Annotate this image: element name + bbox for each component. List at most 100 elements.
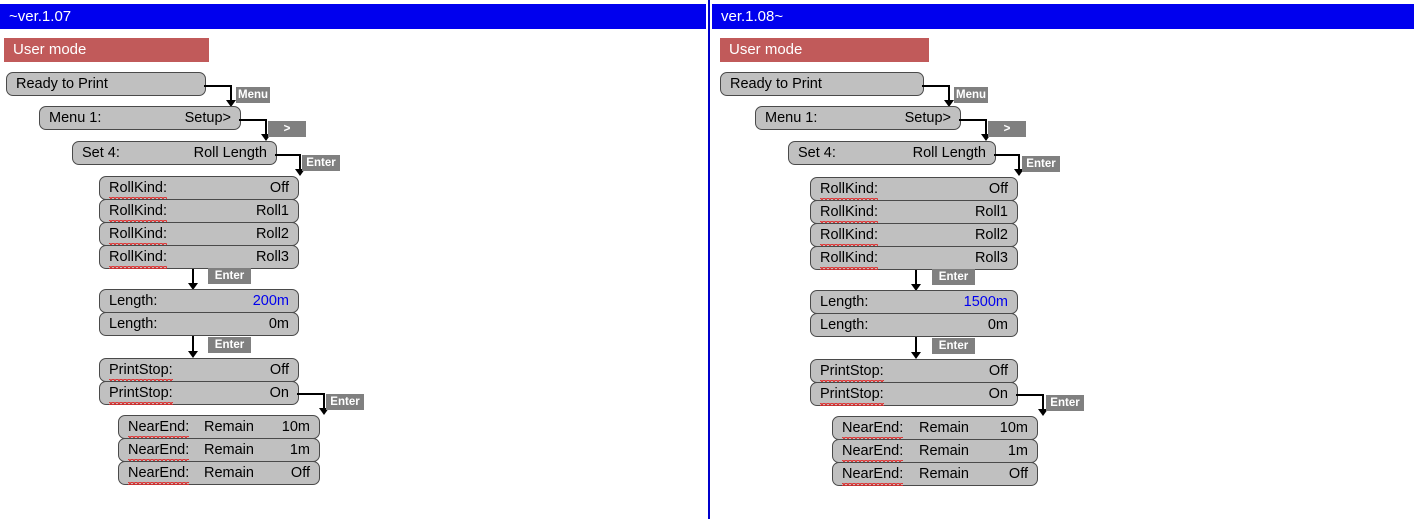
lcd-nearend-2[interactable]: NearEnd: Remain Off [832, 462, 1038, 486]
lcd-menu-1[interactable]: Menu 1: Setup> [755, 106, 961, 130]
arrow-head [944, 100, 954, 107]
connector [1018, 154, 1020, 172]
lcd-nearend-mid: Remain [204, 419, 254, 435]
lcd-nearend-2[interactable]: NearEnd: Remain Off [118, 461, 320, 485]
lcd-nearend-value: 10m [999, 420, 1028, 436]
lcd-rollkind-3[interactable]: RollKind: Roll3 [810, 246, 1018, 270]
key-menu[interactable]: Menu [954, 87, 988, 103]
lcd-rollkind-value: Roll3 [974, 250, 1008, 266]
lcd-printstop-label: PrintStop: [109, 359, 173, 382]
lcd-nearend-mid: Remain [204, 465, 254, 481]
lcd-set-label: Set 4: [798, 145, 836, 161]
connector [204, 85, 232, 87]
lcd-rollkind-3[interactable]: RollKind: Roll3 [99, 245, 299, 269]
connector [299, 154, 301, 172]
key-right[interactable]: > [268, 121, 306, 137]
lcd-nearend-label: NearEnd: [842, 417, 904, 440]
lcd-menu-value: Setup> [184, 110, 231, 126]
lcd-printstop-0[interactable]: PrintStop: Off [810, 359, 1018, 383]
arrow-head [188, 351, 198, 358]
arrow-head [226, 100, 236, 107]
lcd-menu-1[interactable]: Menu 1: Setup> [39, 106, 241, 130]
lcd-rollkind-value: Roll1 [255, 203, 289, 219]
lcd-nearend-value: Off [290, 465, 310, 481]
lcd-ready-to-print[interactable]: Ready to Print [6, 72, 206, 96]
lcd-menu-value: Setup> [904, 110, 951, 126]
lcd-nearend-1[interactable]: NearEnd: Remain 1m [832, 439, 1038, 463]
lcd-printstop-0[interactable]: PrintStop: Off [99, 358, 299, 382]
lcd-length-1[interactable]: Length: 0m [810, 313, 1018, 337]
lcd-length-1[interactable]: Length: 0m [99, 312, 299, 336]
lcd-rollkind-label: RollKind: [820, 201, 879, 224]
user-mode-bar: User mode [720, 38, 929, 62]
lcd-nearend-mid: Remain [204, 442, 254, 458]
lcd-nearend-label: NearEnd: [842, 440, 904, 463]
lcd-set-4[interactable]: Set 4: Roll Length [72, 141, 277, 165]
arrow-head [261, 134, 271, 141]
lcd-nearend-label: NearEnd: [128, 462, 190, 485]
lcd-rollkind-value: Roll1 [974, 204, 1008, 220]
key-enter[interactable]: Enter [932, 269, 975, 285]
lcd-rollkind-value: Roll2 [255, 226, 289, 242]
lcd-printstop-label: PrintStop: [109, 382, 173, 405]
lcd-nearend-1[interactable]: NearEnd: Remain 1m [118, 438, 320, 462]
lcd-printstop-value: On [269, 385, 289, 401]
lcd-rollkind-2[interactable]: RollKind: Roll2 [810, 223, 1018, 247]
lcd-set-4[interactable]: Set 4: Roll Length [788, 141, 996, 165]
connector [192, 269, 194, 286]
connector [265, 119, 267, 137]
key-enter[interactable]: Enter [1022, 156, 1060, 172]
lcd-printstop-label: PrintStop: [820, 360, 884, 383]
version-bar: ver.1.08~ [712, 4, 1414, 29]
connector [230, 85, 232, 103]
key-right[interactable]: > [988, 121, 1026, 137]
lcd-rollkind-0[interactable]: RollKind: Off [810, 177, 1018, 201]
lcd-length-label: Length: [109, 316, 158, 332]
connector [922, 85, 950, 87]
arrow-head [188, 283, 198, 290]
lcd-printstop-1[interactable]: PrintStop: On [810, 382, 1018, 406]
key-enter[interactable]: Enter [1046, 395, 1084, 411]
lcd-menu-label: Menu 1: [49, 110, 102, 126]
panel-divider [708, 0, 710, 519]
key-enter[interactable]: Enter [302, 155, 340, 171]
connector [948, 85, 950, 103]
connector [1016, 394, 1044, 396]
lcd-nearend-value: 10m [281, 419, 310, 435]
lcd-rollkind-1[interactable]: RollKind: Roll1 [99, 199, 299, 223]
lcd-rollkind-label: RollKind: [109, 177, 168, 200]
connector [915, 337, 917, 354]
connector [1042, 394, 1044, 412]
lcd-rollkind-label: RollKind: [820, 178, 879, 201]
arrow-head [295, 169, 305, 176]
key-enter[interactable]: Enter [932, 338, 975, 354]
lcd-rollkind-label: RollKind: [109, 246, 168, 269]
lcd-rollkind-0[interactable]: RollKind: Off [99, 176, 299, 200]
connector [323, 393, 325, 411]
lcd-rollkind-value: Roll2 [974, 227, 1008, 243]
key-menu[interactable]: Menu [236, 87, 270, 103]
lcd-rollkind-label: RollKind: [109, 223, 168, 246]
key-enter[interactable]: Enter [208, 337, 251, 353]
lcd-length-value: 1500m [963, 294, 1008, 310]
lcd-rollkind-1[interactable]: RollKind: Roll1 [810, 200, 1018, 224]
panel-ver-1-07: ~ver.1.07 User mode Ready to Print Menu … [0, 0, 706, 519]
lcd-length-0[interactable]: Length: 1500m [810, 290, 1018, 314]
lcd-set-label: Set 4: [82, 145, 120, 161]
lcd-nearend-label: NearEnd: [842, 463, 904, 486]
lcd-printstop-1[interactable]: PrintStop: On [99, 381, 299, 405]
lcd-nearend-0[interactable]: NearEnd: Remain 10m [832, 416, 1038, 440]
lcd-menu-label: Menu 1: [765, 110, 818, 126]
lcd-rollkind-2[interactable]: RollKind: Roll2 [99, 222, 299, 246]
lcd-ready-to-print[interactable]: Ready to Print [720, 72, 924, 96]
panel-ver-1-08: ver.1.08~ User mode Ready to Print Menu … [712, 0, 1414, 519]
key-enter[interactable]: Enter [326, 394, 364, 410]
lcd-nearend-0[interactable]: NearEnd: Remain 10m [118, 415, 320, 439]
lcd-nearend-mid: Remain [919, 443, 969, 459]
lcd-set-value: Roll Length [193, 145, 267, 161]
lcd-rollkind-value: Roll3 [255, 249, 289, 265]
key-enter[interactable]: Enter [208, 268, 251, 284]
lcd-length-0[interactable]: Length: 200m [99, 289, 299, 313]
connector [994, 154, 1020, 156]
lcd-length-label: Length: [820, 317, 869, 333]
